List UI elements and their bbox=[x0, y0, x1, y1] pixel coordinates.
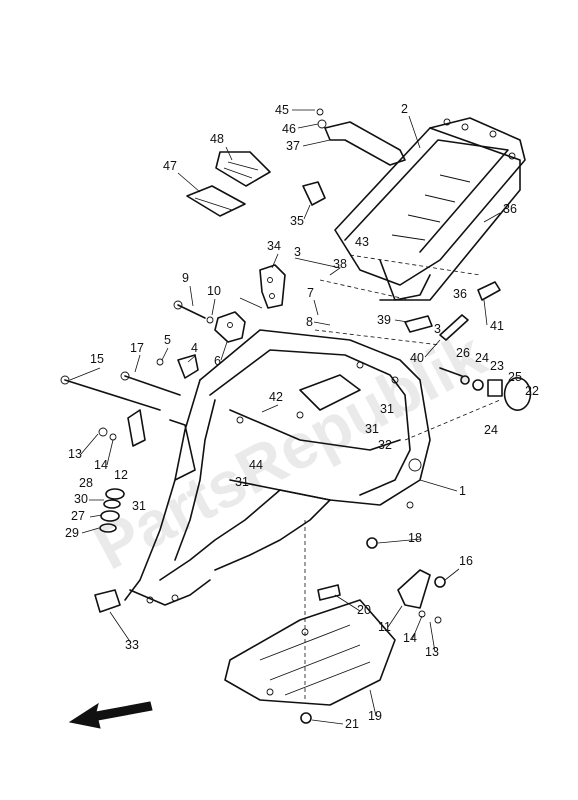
callout-36b: 36 bbox=[453, 287, 467, 301]
callout-8: 8 bbox=[306, 315, 313, 329]
callout-14b: 14 bbox=[403, 631, 417, 645]
main-frame bbox=[124, 329, 431, 606]
callout-31b: 31 bbox=[365, 422, 379, 436]
callout-37: 37 bbox=[286, 139, 300, 153]
bracket-4 bbox=[177, 354, 199, 379]
pad-39 bbox=[404, 315, 433, 333]
callout-21: 21 bbox=[345, 717, 359, 731]
callout-39: 39 bbox=[377, 313, 391, 327]
callout-22: 22 bbox=[525, 384, 539, 398]
pad-20 bbox=[317, 584, 341, 601]
callout-11: 11 bbox=[378, 620, 391, 634]
pad-33 bbox=[94, 589, 121, 613]
callout-33: 33 bbox=[125, 638, 139, 652]
bracket-37 bbox=[324, 121, 406, 166]
callout-36a: 36 bbox=[503, 202, 517, 216]
callout-13b: 13 bbox=[425, 645, 439, 659]
callout-25: 25 bbox=[508, 370, 522, 384]
callout-19: 19 bbox=[368, 709, 382, 723]
callout-42: 42 bbox=[269, 390, 283, 404]
callout-29: 29 bbox=[65, 526, 79, 540]
callout-44: 44 bbox=[249, 458, 263, 472]
callout-13a: 13 bbox=[68, 447, 82, 461]
callout-48: 48 bbox=[210, 132, 224, 146]
bracket-6 bbox=[214, 311, 246, 343]
pad-40 bbox=[439, 314, 469, 341]
callout-12: 12 bbox=[114, 468, 128, 482]
callout-10: 10 bbox=[207, 284, 221, 298]
callout-15: 15 bbox=[90, 352, 104, 366]
bracket-35 bbox=[302, 181, 326, 206]
callout-31c: 31 bbox=[235, 475, 249, 489]
callout-24b: 24 bbox=[484, 423, 498, 437]
bracket-11 bbox=[397, 569, 431, 609]
callout-38: 38 bbox=[333, 257, 347, 271]
callout-16: 16 bbox=[459, 554, 473, 568]
callout-6: 6 bbox=[214, 354, 221, 368]
callout-14a: 14 bbox=[94, 458, 108, 472]
callout-26: 26 bbox=[456, 346, 470, 360]
plate-47 bbox=[186, 185, 246, 217]
skid-plate-19 bbox=[224, 599, 396, 706]
callout-31d: 31 bbox=[132, 499, 146, 513]
callout-9: 9 bbox=[182, 271, 189, 285]
bolt-15 bbox=[64, 379, 161, 411]
callout-18: 18 bbox=[408, 531, 422, 545]
callout-5: 5 bbox=[164, 333, 171, 347]
watermark: PartsRepublik bbox=[83, 318, 497, 584]
callout-24a: 24 bbox=[475, 351, 489, 365]
callout-40: 40 bbox=[410, 351, 424, 365]
plate-48 bbox=[215, 151, 271, 187]
callout-31a: 31 bbox=[380, 402, 394, 416]
callout-30: 30 bbox=[74, 492, 88, 506]
callout-1: 1 bbox=[459, 484, 466, 498]
callout-32: 32 bbox=[378, 438, 392, 452]
callout-28: 28 bbox=[79, 476, 93, 490]
callout-3a: 3 bbox=[294, 245, 301, 259]
callout-4: 4 bbox=[191, 341, 198, 355]
rear-subframe bbox=[334, 117, 526, 301]
callout-7: 7 bbox=[307, 286, 314, 300]
callout-23: 23 bbox=[490, 359, 504, 373]
bolt-9 bbox=[177, 304, 206, 319]
front-direction-arrow-icon bbox=[68, 701, 153, 729]
callout-20: 20 bbox=[357, 603, 371, 617]
callout-43: 43 bbox=[355, 235, 369, 249]
leader-lines bbox=[69, 109, 501, 725]
pad-41 bbox=[477, 281, 501, 301]
callout-41: 41 bbox=[490, 319, 504, 333]
callout-47: 47 bbox=[163, 159, 177, 173]
callout-46: 46 bbox=[282, 122, 296, 136]
bracket-34 bbox=[259, 264, 286, 309]
callout-2: 2 bbox=[401, 102, 408, 116]
callout-27: 27 bbox=[71, 509, 85, 523]
callout-35: 35 bbox=[290, 214, 304, 228]
callout-17: 17 bbox=[130, 341, 144, 355]
callout-45: 45 bbox=[275, 103, 289, 117]
callout-labels: 45 46 37 2 48 47 35 36 43 34 3 38 36 9 1… bbox=[65, 102, 539, 731]
callout-3b: 3 bbox=[434, 322, 441, 336]
engine-mount-stack bbox=[439, 367, 532, 411]
bolt-17 bbox=[124, 375, 181, 396]
bracket-12 bbox=[127, 409, 146, 447]
callout-34: 34 bbox=[267, 239, 281, 253]
